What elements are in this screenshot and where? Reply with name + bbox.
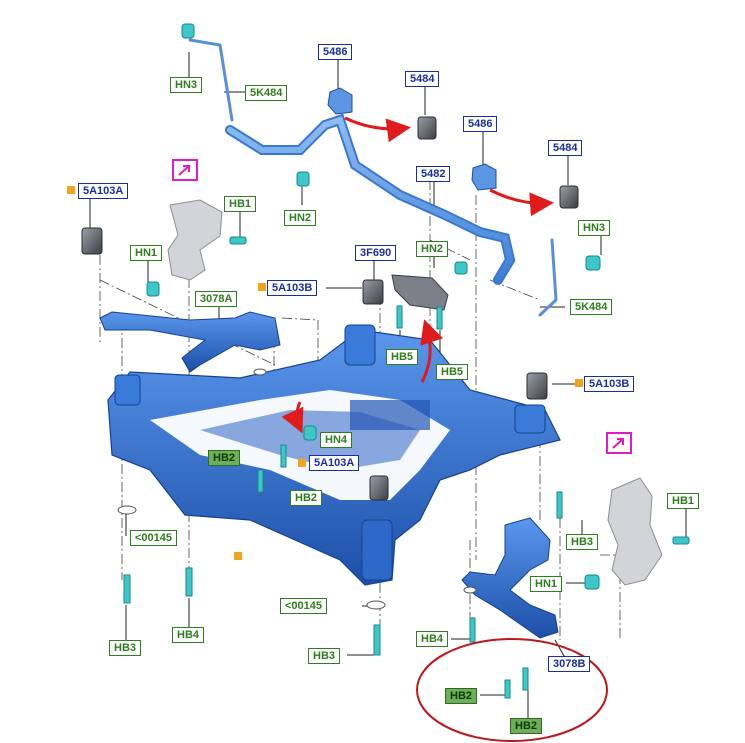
square-marker-icon — [298, 459, 306, 467]
label-hn4: HN4 — [320, 432, 353, 448]
label-5a103a-center: 5A103A — [309, 455, 360, 471]
label-hb5-right: HB5 — [436, 364, 469, 380]
label-5a103b-center: 5A103B — [267, 280, 318, 296]
label-hn1-left: HN1 — [130, 245, 163, 261]
stabilizer-bar — [188, 38, 558, 317]
label-hn3-top: HN3 — [170, 77, 203, 93]
arrow-in-box-icon — [606, 432, 632, 454]
label-hn2-left: HN2 — [284, 210, 317, 226]
lower-arm-left — [99, 311, 281, 373]
label-hb2-fill-bottom-left: HB2 — [445, 688, 478, 704]
label-00145-center: <00145 — [280, 598, 328, 614]
label-hb3-right: HB3 — [566, 534, 599, 550]
label-hn1-right: HN1 — [530, 576, 563, 592]
stabilizer-bracket — [391, 274, 449, 311]
removal-arrows — [281, 116, 554, 434]
label-5a103b-right: 5A103B — [584, 376, 635, 392]
label-hb2-fill-bottom-right: HB2 — [510, 718, 543, 734]
label-5k484-right: 5K484 — [570, 299, 613, 315]
square-marker-icon — [234, 552, 242, 560]
steering-knuckles — [167, 199, 663, 586]
label-3f690: 3F690 — [355, 245, 397, 261]
label-hn2-center: HN2 — [416, 241, 449, 257]
square-marker-icon — [67, 186, 75, 194]
label-hb3-center: HB3 — [308, 648, 341, 664]
label-5484-right: 5484 — [548, 140, 583, 156]
arrow-in-box-icon — [172, 159, 198, 181]
label-hb1-left: HB1 — [224, 196, 257, 212]
label-00145-left: <00145 — [130, 530, 178, 546]
lower-arm-right — [461, 517, 559, 639]
label-5484-left: 5484 — [405, 71, 440, 87]
label-hb3-left: HB3 — [109, 640, 142, 656]
label-hb1-right: HB1 — [667, 493, 700, 509]
label-3078a: 3078A — [195, 291, 238, 307]
label-hb2-outline-center: HB2 — [290, 490, 323, 506]
label-5482: 5482 — [416, 166, 451, 182]
label-hb4-right: HB4 — [416, 631, 449, 647]
fasteners — [123, 23, 690, 699]
label-hn3-right: HN3 — [578, 220, 611, 236]
label-5k484-top: 5K484 — [245, 85, 288, 101]
label-5486-left: 5486 — [318, 44, 353, 60]
label-hb2-fill-left: HB2 — [208, 450, 241, 466]
label-3078b: 3078B — [548, 656, 591, 672]
label-hb5-left: HB5 — [386, 349, 419, 365]
bushings — [81, 116, 579, 501]
square-marker-icon — [258, 283, 266, 291]
highlight-ellipse — [416, 638, 608, 742]
square-marker-icon — [575, 379, 583, 387]
label-5a103a-top: 5A103A — [78, 183, 129, 199]
label-hb4-left: HB4 — [172, 627, 205, 643]
washers — [117, 368, 477, 610]
label-5486-right: 5486 — [463, 116, 498, 132]
